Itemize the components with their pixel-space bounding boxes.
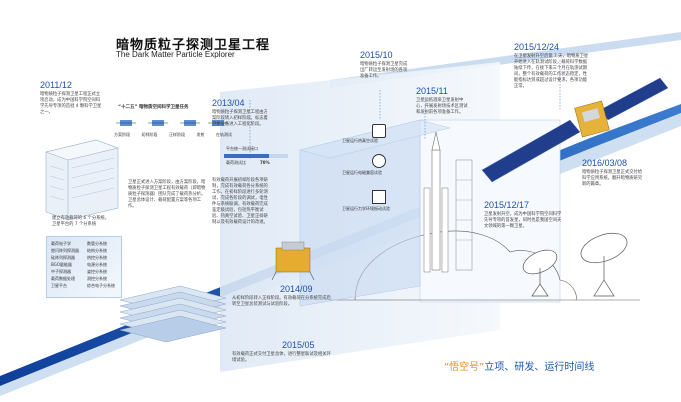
milestone-text: 暗物质粒子探测卫星正式交付给科学应用系统，翻开暗物质研究新的篇章。	[582, 170, 643, 187]
phase-label: 初样阶段	[141, 132, 158, 137]
footer-caption: “悟空号”立项、研发、运行时间线	[444, 358, 594, 373]
phase-list: 方案阶段 初样阶段 正样阶段 发射 在轨测试	[114, 132, 232, 138]
footer-text: 立项、研发、运行时间线	[484, 362, 595, 373]
detector-stack-illustration	[119, 285, 227, 343]
milestone-date: 2013/04	[212, 98, 245, 108]
milestone-date: 2015/11	[416, 86, 448, 96]
vibration-icon	[372, 190, 386, 204]
phase-label: 发射	[196, 132, 205, 137]
rocket-icon	[423, 131, 473, 273]
platform-label: 平台统一测试接口	[226, 146, 258, 151]
page-subtitle: The Dark Matter Particle Explorer	[116, 50, 235, 59]
subsystem-item: 电源分系统	[87, 262, 107, 267]
phase-label: 正样阶段	[169, 132, 185, 137]
ratio-label: 载荷测试比	[226, 160, 246, 165]
milestone-text: 暗物质粒子探测卫星工程正式立项启动，成为中国科学院空间科学先导专项的首批 4 颗…	[40, 92, 102, 115]
subsystem-item: 热控分系统	[87, 255, 107, 260]
ratio-value: 70%	[260, 160, 270, 165]
milestone-text: 暗物质粒子探测卫星工程由方案阶段转入初样阶段。标志着卫星设备进入工程化阶段。	[212, 110, 268, 127]
milestone-text: 有效载荷正式交付卫星总体，进行整星联试及相关环境试验。	[232, 352, 331, 363]
building-illustration	[45, 139, 119, 221]
initial-phase-text: 有效载荷开展初样阶段各项研制，完成有效载荷各分系统的工作，在初样阶段进行多轮测试…	[212, 178, 268, 225]
milestone-date: 2015/12/17	[484, 200, 530, 210]
subsystem-item: 载荷电子学	[51, 241, 71, 246]
subsystem-item: 测控分系统	[87, 276, 107, 281]
milestone-date: 2015/05	[282, 340, 315, 350]
footer-quote: “悟空号”	[444, 362, 485, 373]
test-item: 卫星运行力学环境振动试验	[342, 206, 390, 211]
test-item: 卫星运行电磁兼容试验	[342, 170, 382, 175]
subsystem-item: 硅阵列探测器	[51, 255, 75, 260]
milestone-date: 2014/09	[280, 284, 313, 294]
satellite-icon	[481, 77, 669, 183]
milestone-date: 2015/10	[360, 50, 393, 60]
milestone-date: 2011/12	[40, 80, 72, 90]
milestone-text: 暗物质粒子探测卫星完成出厂转运至发射场的各项准备工作。	[360, 62, 408, 79]
subsystem-item: 载荷数据处理	[51, 276, 75, 281]
subsystems-table: 载荷电子学 塑闪阵列探测器 硅阵列探测器 BGO量能器 中子探测器 载荷数据处理…	[46, 236, 122, 298]
subsystem-item: 姿控分系统	[87, 269, 107, 274]
milestone-date: 2016/03/08	[582, 158, 628, 168]
milestone-date: 2015/12/24	[514, 42, 560, 52]
thermometer-icon	[372, 124, 386, 138]
milestone-text: 卫星发射升空，成为中国科学院空间科学先导专项的首发星，同时也是我国空间天文领域的…	[484, 212, 562, 229]
magnet-icon	[372, 154, 386, 168]
satellite-row-illustration	[116, 120, 228, 126]
subsystem-item: 结构分系统	[87, 248, 107, 253]
phase-label: 方案阶段	[114, 132, 130, 137]
task-title: “十二五” 暗物质空间科学卫星任务	[118, 105, 189, 110]
subsystem-item: 数管分系统	[87, 241, 107, 246]
ratio-bar	[224, 154, 288, 158]
subsystem-item: 中子探测器	[51, 269, 71, 274]
ratio-bar-fill	[224, 154, 269, 158]
milestone-text: 在卫星发射升空后第 7 天，暗物质卫星开始进入在轨测试阶段，载荷科学数据陆续下传…	[514, 54, 589, 89]
subsystem-item: 塑闪阵列探测器	[51, 248, 79, 253]
milestone-text: 卫星运抵酒泉卫星发射中心，开展发射场技术区测试和发射前各项准备工作。	[416, 98, 468, 115]
subsystems-note: 建立有效载荷的 6 个分系统，卫星平台的 7 个分系统	[52, 216, 110, 227]
phase-description: 卫星正式进入方案阶段，由方案阶段，暗物质粒子探测卫星工程有效载荷（即暗物质粒子探…	[128, 180, 206, 209]
milestone-text: 从初样阶段转入正样阶段。有效载荷在分系统完成后转至卫星总装测试与试验阶段。	[232, 296, 331, 307]
satellite-mid-icon	[271, 241, 315, 281]
subsystem-item: 综合电子分系统	[87, 283, 115, 288]
phase-label: 在轨测试	[216, 132, 232, 137]
subsystem-item: 卫星平台	[51, 283, 67, 288]
test-item: 卫星运行热真空试验	[342, 138, 378, 143]
radar-dish-icon	[522, 232, 628, 297]
subsystem-item: BGO量能器	[51, 262, 72, 267]
page-title: 暗物质粒子探测卫星工程	[116, 38, 271, 53]
